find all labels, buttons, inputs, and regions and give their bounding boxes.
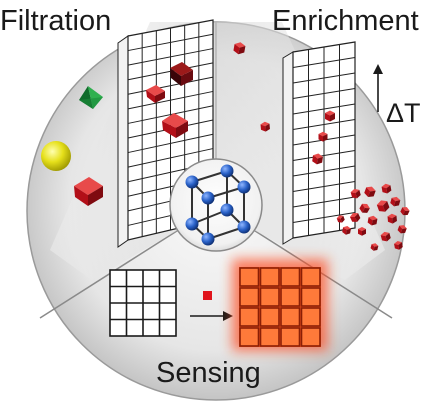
red-cube-particle: [364, 186, 376, 197]
glowing-cell: [259, 287, 280, 307]
glowing-cell: [239, 267, 260, 287]
glowing-cell: [280, 307, 301, 327]
red-cube-particle: [312, 153, 323, 165]
red-cube-particle: [325, 110, 335, 122]
red-cube-particle: [349, 212, 361, 222]
red-cube-particle: [387, 213, 397, 224]
enrichment-membrane: [282, 41, 356, 245]
filtration-label: Filtration: [0, 5, 111, 37]
glowing-cell: [300, 327, 321, 347]
cubic-lattice-icon: [169, 158, 263, 252]
filtration-particles: [41, 62, 193, 206]
sensing-empty-grid: [109, 269, 177, 337]
glowing-cell: [239, 327, 260, 347]
sensing-glowing-grid: [232, 259, 328, 351]
red-cube-particle: [162, 113, 188, 138]
red-cube-particle: [359, 203, 370, 213]
glowing-cell: [280, 267, 301, 287]
red-cube-particle: [260, 121, 270, 132]
analyte-particle: [203, 291, 212, 300]
right-arrow-icon: [190, 311, 233, 321]
glowing-cell: [239, 307, 260, 327]
glowing-cell: [259, 267, 280, 287]
red-cube-particle: [394, 241, 403, 250]
red-cube-particle: [358, 227, 366, 236]
yellow-sphere-particle: [41, 141, 71, 171]
red-cube-particle: [370, 243, 379, 251]
red-cube-particle: [350, 188, 361, 199]
enrichment-particles: [233, 42, 410, 251]
glowing-cell: [280, 327, 301, 347]
red-cube-particle: [397, 225, 407, 234]
red-cube-particle: [336, 215, 345, 223]
red-cube-particle: [400, 207, 410, 216]
red-cube-particle: [146, 85, 165, 103]
red-cube-particle: [367, 215, 378, 226]
glowing-cell: [300, 287, 321, 307]
red-cube-particle: [318, 131, 328, 142]
red-cube-particle: [380, 231, 391, 242]
red-cube-particle: [170, 62, 193, 86]
enrichment-label: Enrichment: [272, 5, 419, 37]
glowing-cell: [259, 307, 280, 327]
glowing-cell: [239, 287, 260, 307]
glowing-cell: [300, 307, 321, 327]
delta-t-label: ΔT: [386, 98, 421, 128]
glowing-cell: [280, 287, 301, 307]
red-cube-particle: [376, 200, 390, 212]
red-cube-particle: [233, 42, 246, 55]
glowing-cell: [259, 327, 280, 347]
green-pyramid-particle: [79, 86, 103, 109]
red-cube-particle: [381, 183, 392, 194]
sensing-label: Sensing: [156, 357, 261, 389]
red-cube-particle: [74, 177, 103, 206]
up-arrow-icon: [373, 64, 383, 112]
red-cube-particle: [390, 196, 401, 207]
red-cube-particle: [342, 226, 351, 235]
glowing-cell: [300, 267, 321, 287]
